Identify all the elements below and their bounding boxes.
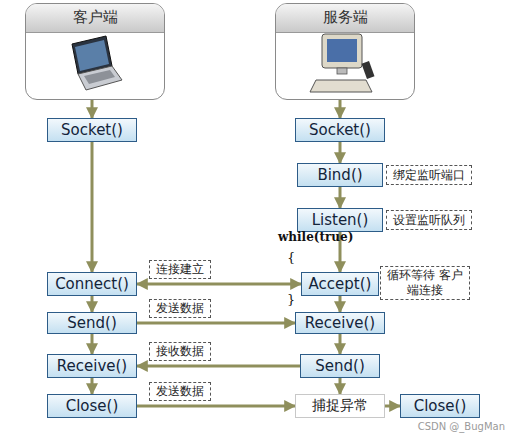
process-box: Send()	[47, 312, 137, 334]
flow-arrow	[91, 334, 94, 354]
flow-arrow	[339, 142, 342, 163]
flow-arrow	[91, 296, 94, 312]
flow-arrow	[137, 405, 295, 408]
header-text: 服务端	[276, 4, 414, 33]
loop-label: while(true)	[278, 230, 353, 244]
process-box: Close()	[400, 394, 480, 418]
process-box: Socket()	[295, 118, 385, 142]
process-box: Accept()	[301, 272, 379, 296]
brace: {	[287, 250, 295, 265]
process-box: Connect()	[47, 272, 137, 296]
node-text: 绑定监听端口	[390, 168, 468, 183]
desktop-icon	[310, 34, 374, 92]
flow-arrow	[91, 142, 94, 272]
node-text: Receive()	[53, 357, 131, 375]
flow-arrow	[339, 334, 342, 354]
note-box: 绑定监听端口	[386, 165, 472, 185]
flow-arrow	[91, 100, 94, 118]
process-box: Receive()	[295, 312, 385, 334]
process-box: Socket()	[47, 118, 137, 142]
edge-label: 发送数据	[149, 299, 211, 318]
process-box: Bind()	[297, 163, 383, 187]
process-box: Listen()	[297, 208, 383, 232]
note-box: 循环等待 客户端连接	[380, 266, 470, 300]
note-box: 设置监听队列	[386, 210, 472, 230]
flow-arrow	[385, 405, 400, 408]
flow-arrow	[339, 187, 342, 208]
process-box: Close()	[47, 394, 137, 418]
node-text: 设置监听队列	[390, 213, 468, 228]
node-text: Send()	[311, 357, 368, 375]
node-text: Socket()	[305, 121, 375, 139]
edge-label: 发送数据	[149, 382, 211, 401]
exception-box: 捕捉异常	[295, 394, 385, 418]
edge-label: 接收数据	[149, 342, 211, 361]
watermark: CSDN @_BugMan	[418, 421, 505, 432]
node-text: Connect()	[51, 275, 133, 293]
node-text: Receive()	[301, 314, 379, 332]
node-text: Close()	[62, 397, 123, 415]
flow-arrow	[339, 100, 342, 118]
node-text: Socket()	[57, 121, 127, 139]
node-text: Accept()	[305, 275, 376, 293]
edge-label: 连接建立	[149, 260, 211, 279]
flow-arrow	[339, 378, 342, 394]
client-header: 客户端	[25, 3, 165, 100]
laptop-icon	[72, 36, 122, 90]
process-box: Receive()	[47, 354, 137, 378]
header-text: 客户端	[26, 4, 164, 33]
flow-arrow	[91, 378, 94, 394]
node-text: 捕捉异常	[308, 397, 372, 415]
node-text: Listen()	[308, 211, 373, 229]
server-header: 服务端	[275, 3, 415, 100]
flow-arrow	[137, 322, 295, 325]
node-text: Close()	[410, 397, 471, 415]
flow-arrow	[339, 296, 342, 312]
node-text: Send()	[63, 314, 120, 332]
flow-arrow	[137, 283, 301, 286]
node-text: 循环等待 客户端连接	[381, 268, 469, 298]
brace: }	[287, 292, 295, 307]
flow-arrow	[137, 365, 300, 368]
process-box: Send()	[300, 354, 380, 378]
node-text: Bind()	[313, 166, 366, 184]
